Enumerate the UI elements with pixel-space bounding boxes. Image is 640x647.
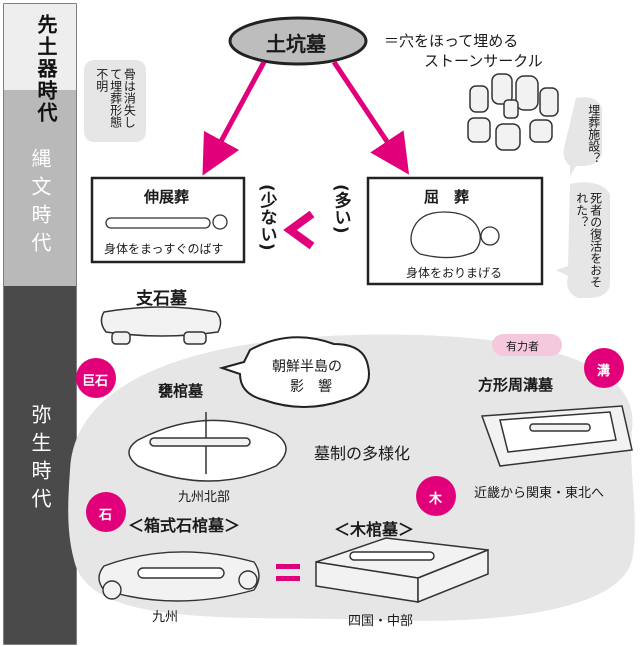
wood-coffin-title: ＜木棺墓＞ (334, 520, 415, 539)
dolmen-tag: 巨石 (82, 374, 109, 389)
pale-note-text: 骨は消失して埋葬形態不明 (94, 68, 137, 128)
extended-frequency: (少ない) (256, 184, 277, 251)
flexed-note-text: 死者の復活をおそれた？ (574, 192, 603, 288)
pit-grave-label: 土坑墓 (266, 32, 326, 56)
stone-coffin-region: 九州 (152, 610, 179, 625)
moat-tag-burst (584, 348, 624, 388)
stone-circle-illustration (467, 73, 559, 151)
stone-circle-note-text: 埋葬施設？ (586, 104, 601, 164)
extended-title: 伸展葬 (144, 188, 190, 206)
stone-coffin-illustration (98, 551, 260, 602)
equals-bar-top (276, 564, 300, 569)
moat-tag: 溝 (597, 364, 611, 379)
diversification-label: 墓制の多様化 (314, 444, 411, 463)
extended-caption: 身体をまっすぐのばす (104, 242, 224, 256)
jar-coffin-illustration (128, 412, 287, 482)
wood-coffin-illustration (315, 537, 489, 604)
dolmen-illustration (100, 306, 222, 345)
extended-body-illustration (105, 214, 228, 230)
jar-coffin-region: 九州北部 (178, 490, 231, 505)
flexed-caption: 身体をおりまげる (406, 266, 503, 280)
era-band-yayoi (4, 286, 76, 644)
dolmen-tag-burst (76, 358, 116, 398)
stone-tag: 石 (99, 508, 113, 523)
stone-circle-label: ストーンサークル (424, 52, 543, 70)
korea-bubble-line1: 朝鮮半島の (272, 359, 342, 375)
stone-circle-note-bubble (563, 97, 602, 176)
stone-tag-burst (86, 492, 126, 532)
era-label-jomon: 縄文時代 (28, 148, 52, 260)
flexed-note-bubble (556, 182, 610, 298)
moated-region: 近畿から関東・東北へ (474, 486, 605, 501)
era-band-paleolithic (4, 4, 76, 90)
flexed-body-illustration (410, 211, 500, 259)
comparison-glyph (283, 210, 315, 250)
wood-tag-burst (416, 476, 456, 516)
arrow-to-flexed (331, 60, 410, 175)
moated-title: 方形周溝墓 (478, 376, 554, 394)
yayoi-background-cloud (68, 334, 635, 621)
dolmen-title: 支石墓 (136, 289, 187, 309)
stone-coffin-title: ＜箱式石棺墓＞ (128, 516, 241, 535)
jar-coffin-title: 甕棺墓 (158, 382, 204, 400)
elite-tag: 有力者 (506, 340, 539, 353)
flexed-burial-box (366, 176, 544, 286)
wood-tag: 木 (429, 492, 443, 507)
wood-coffin-region: 四国・中部 (348, 614, 414, 629)
elite-tag-bubble (492, 334, 562, 356)
equals-bar-bottom (276, 576, 300, 581)
pale-note-bubble (84, 60, 146, 142)
korea-bubble-line2: 影 響 (290, 379, 332, 395)
arrow-to-extended (202, 60, 267, 176)
korea-influence-bubble (218, 336, 370, 408)
era-label-paleolithic: 先土器時代 (34, 14, 58, 124)
pit-grave-pill (228, 16, 368, 66)
flexed-frequency: (多い) (330, 184, 351, 234)
moated-tomb-illustration (480, 405, 633, 467)
era-band-jomon (4, 90, 76, 286)
pit-grave-definition: ＝穴をほって埋める (384, 32, 519, 50)
era-label-yayoi: 弥生時代 (28, 404, 52, 516)
flexed-title: 屈 葬 (424, 188, 470, 206)
